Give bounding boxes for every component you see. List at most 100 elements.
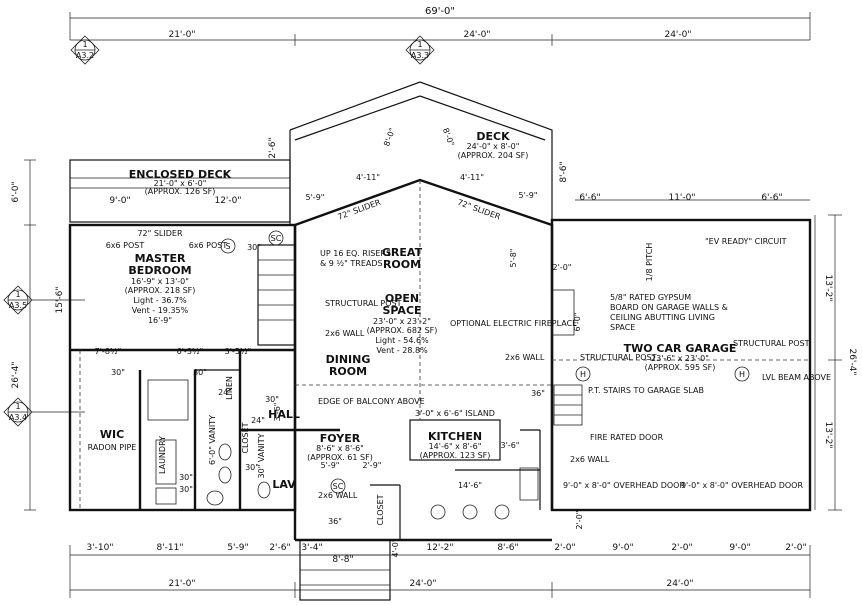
smoke-co-detector-icon: SC (268, 230, 284, 246)
lav-label: LAV (272, 478, 296, 491)
wall-2x6-kitchen: 2x6 WALL (570, 455, 610, 464)
kitchen-width-dimension: 14'-6" (458, 481, 482, 490)
smoke-detector-icon: S (220, 238, 236, 254)
garage-inner-dim-2: 2'-0" (553, 263, 572, 272)
bottom-dim-7: 8'-6" (497, 543, 518, 553)
fire-door-note: FIRE RATED DOOR (590, 433, 664, 442)
svg-text:TWO CAR GARAGE: TWO CAR GARAGE (624, 342, 737, 355)
svg-text:1: 1 (15, 290, 20, 299)
svg-text:Vent - 19.35%: Vent - 19.35% (132, 306, 189, 315)
bottom-dim-4: 2'-6" (269, 543, 290, 553)
door-30-b: 30" (193, 368, 207, 377)
balcony-edge-note: EDGE OF BALCONY ABOVE (318, 397, 425, 406)
garage-dim-a: 6'-6" (579, 193, 600, 203)
dimension-lines (24, 12, 842, 598)
bottom-mid-dimension: 24'-0" (409, 579, 436, 589)
section-marker-a32[interactable]: 1 A3.2 (70, 35, 100, 65)
left-main-dimension: 26'-4" (11, 361, 21, 388)
svg-text:OPEN: OPEN (385, 292, 419, 305)
section-marker-a34[interactable]: 1 A3.4 (3, 397, 85, 427)
svg-text:(APPROX. 204 SF): (APPROX. 204 SF) (458, 151, 529, 160)
bottom-dim-6: 12'-2" (426, 543, 453, 553)
foyer-dim-b: 2'-9" (363, 461, 382, 470)
left-top-dimension: 6'-0" (11, 181, 21, 202)
wall-2x6-garage: 2x6 WALL (505, 353, 545, 362)
linen-note: LINEN (225, 376, 234, 400)
svg-text:21'-0" x 6'-0": 21'-0" x 6'-0" (154, 179, 207, 188)
svg-text:BEDROOM: BEDROOM (128, 264, 191, 277)
deck-left-dimension: 9'-0" (109, 196, 130, 206)
wall-2x6-foyer: 2x6 WALL (318, 491, 358, 500)
section-marker-a35[interactable]: 1 A3.5 (3, 285, 85, 315)
island-dimension: 3'-0" x 6'-6" ISLAND (415, 409, 495, 418)
deck-side-dimension: 2'-6" (268, 137, 278, 158)
svg-text:KITCHEN: KITCHEN (428, 430, 482, 443)
stair-treads-note: & 9 ½" TREADS (320, 259, 383, 268)
svg-text:Light - 36.7%: Light - 36.7% (133, 296, 187, 305)
garage-stairs (553, 384, 583, 426)
hall-label: HALL (268, 408, 300, 421)
great-room-dim-e: 8'-0" (382, 127, 397, 148)
door-30-hall: 30" (265, 395, 279, 404)
top-mid-dimension: 24'-0" (463, 30, 490, 40)
svg-text:8'-6" x 8'-6": 8'-6" x 8'-6" (316, 444, 364, 453)
svg-text:16'-9": 16'-9" (148, 316, 172, 325)
wic-label: WIC (100, 428, 124, 441)
garage-label: TWO CAR GARAGE 23'-6" x 23'-0" (APPROX. … (624, 342, 737, 372)
svg-text:MASTER: MASTER (135, 252, 186, 265)
deck-label: DECK 24'-0" x 8'-0" (APPROX. 204 SF) (458, 130, 529, 160)
svg-text:1: 1 (82, 40, 87, 49)
bedroom-dim-a: 7'-8½" (95, 347, 122, 356)
svg-text:(APPROX. 595 SF): (APPROX. 595 SF) (645, 363, 716, 372)
svg-text:14'-6" x 8'-6": 14'-6" x 8'-6" (429, 442, 482, 451)
great-room-dim-b: 4'-11" (356, 173, 380, 182)
bottom-left-dimension: 21'-0" (168, 579, 195, 589)
svg-text:23'-6" x 23'-0": 23'-6" x 23'-0" (651, 354, 709, 363)
bottom-right-dimension: 24'-0" (666, 579, 693, 589)
svg-text:SPACE: SPACE (382, 304, 421, 317)
laundry-label: LAUNDRY (158, 436, 167, 474)
walls (68, 81, 812, 601)
master-bedroom-label: MASTER BEDROOM 16'-9" x 13'-0" (APPROX. … (125, 252, 196, 325)
kitchen-dim-35: 3'-6" (501, 441, 520, 450)
section-marker-a33[interactable]: 1 A3.3 (405, 35, 435, 65)
svg-text:Vent - 28.8%: Vent - 28.8% (376, 346, 428, 355)
svg-text:SC: SC (271, 234, 282, 243)
overhead-door-2-note: 9'-0" x 8'-0" OVERHEAD DOOR (681, 481, 803, 490)
bathroom-fixtures (147, 379, 271, 506)
gypsum-note-1: 5/8" RATED GYPSUM (610, 293, 691, 302)
right-upper-dimension: 13'-2" (823, 274, 833, 301)
svg-text:DINING: DINING (326, 353, 371, 366)
door-36-entry: 36" (328, 517, 342, 526)
pt-stairs-note: P.T. STAIRS TO GARAGE SLAB (588, 386, 704, 395)
svg-text:GREAT: GREAT (382, 246, 423, 259)
bedroom-slider-note: 72" SLIDER (137, 229, 183, 238)
garage-dim-c: 6'-6" (761, 193, 782, 203)
great-room-dim-a: 5'-9" (306, 193, 325, 202)
top-right-dimension: 24'-0" (664, 30, 691, 40)
ev-circuit-note: "EV READY" CIRCUIT (705, 237, 787, 246)
door-30-laundry: 30" (179, 473, 193, 482)
fireplace-note: OPTIONAL ELECTRIC FIREPLACE (450, 319, 577, 328)
svg-text:Light - 54.6%: Light - 54.6% (375, 336, 429, 345)
door-24-b: 24" (251, 416, 265, 425)
svg-text:(APPROX. 218 SF): (APPROX. 218 SF) (125, 286, 196, 295)
vanity-30-note: 30" VANITY (257, 433, 266, 478)
door-24-a: 24" (218, 388, 232, 397)
fireplace-width-dim: 6'-0" (573, 313, 582, 332)
structural-post-note: STRUCTURAL POST (325, 299, 402, 308)
svg-text:DECK: DECK (476, 130, 510, 143)
great-room-label: GREAT ROOM (382, 246, 423, 271)
post-note-right: 6x6 POST (189, 241, 228, 250)
door-36: 36" (531, 389, 545, 398)
closet-label: CLOSET (241, 422, 250, 453)
svg-text:H: H (580, 370, 586, 379)
vanity-note: 6'-0" VANITY (208, 415, 217, 465)
svg-text:FOYER: FOYER (320, 432, 361, 445)
bottom-dim-5: 3'-4" (301, 543, 322, 553)
bottom-dim-3: 5'-9" (227, 543, 248, 553)
bedroom-dim-b: 6'-3½" (177, 347, 204, 356)
bottom-dim-1: 3'-10" (86, 543, 113, 553)
svg-text:23'-0" x 23'-2": 23'-0" x 23'-2" (373, 317, 431, 326)
